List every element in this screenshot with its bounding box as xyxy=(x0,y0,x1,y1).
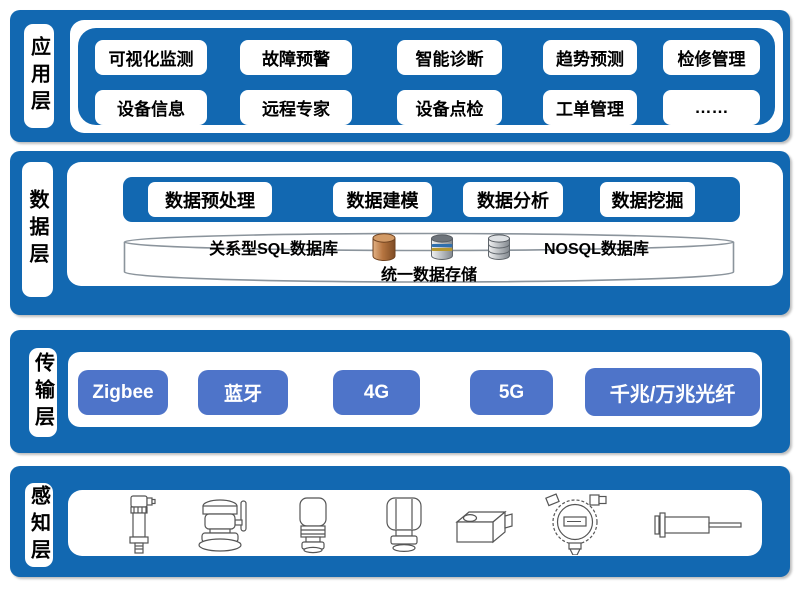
app-box-device-info: 设备信息 xyxy=(95,90,207,125)
app-box-visual-monitoring: 可视化监测 xyxy=(95,40,207,75)
app-box-maintenance-management: 检修管理 xyxy=(663,40,760,75)
sql-db-label: 关系型SQL数据库 xyxy=(209,240,338,258)
app-box-intelligent-diagnosis: 智能诊断 xyxy=(397,40,502,75)
perception-layer-band: 感知层 xyxy=(10,466,790,577)
unified-storage-label: 统一数据存储 xyxy=(380,267,477,284)
transport-layer-label: 传输层 xyxy=(29,348,57,437)
unified-storage-cylinder: 关系型SQL数据库 xyxy=(123,232,735,284)
net-box-zigbee: Zigbee xyxy=(78,370,168,415)
data-box-modeling: 数据建模 xyxy=(333,182,432,217)
wireless-valve-sensor-icon xyxy=(198,499,247,552)
data-box-analysis: 数据分析 xyxy=(463,182,563,217)
app-box-more-ellipsis: …… xyxy=(663,90,760,125)
perception-panel xyxy=(68,490,762,556)
data-box-preprocessing: 数据预处理 xyxy=(148,182,272,217)
data-box-mining: 数据挖掘 xyxy=(600,182,695,217)
faceted-cylinder-sensor-icon xyxy=(386,497,422,552)
application-layer-label: 应用层 xyxy=(24,24,54,128)
net-box-bluetooth: 蓝牙 xyxy=(198,370,288,415)
load-cell-block-icon xyxy=(455,510,513,544)
transport-panel: Zigbee 蓝牙 4G 5G 千兆/万兆光纤 xyxy=(68,352,762,427)
app-box-device-inspection: 设备点检 xyxy=(397,90,502,125)
data-layer-label: 数据层 xyxy=(22,162,53,297)
application-panel: 可视化监测 故障预警 智能诊断 趋势预测 检修管理 设备信息 远程专家 设备点检… xyxy=(70,20,783,133)
data-panel: 数据预处理 数据建模 数据分析 数据挖掘 关系型SQL数据库 xyxy=(67,162,783,286)
cylinder-sensor-icon xyxy=(299,497,327,554)
data-process-bar: 数据预处理 数据建模 数据分析 数据挖掘 xyxy=(123,177,740,222)
pressure-transmitter-icon xyxy=(129,495,156,554)
app-box-work-order: 工单管理 xyxy=(543,90,637,125)
app-box-fault-warning: 故障预警 xyxy=(240,40,352,75)
net-box-4g: 4G xyxy=(333,370,420,415)
cylinder-shape-icon xyxy=(123,232,735,283)
perception-layer-label: 感知层 xyxy=(25,483,53,567)
app-box-trend-prediction: 趋势预测 xyxy=(543,40,637,75)
net-box-5g: 5G xyxy=(470,370,553,415)
transport-layer-band: 传输层 Zigbee 蓝牙 4G 5G 千兆/万兆光纤 xyxy=(10,330,790,453)
proximity-probe-icon xyxy=(654,512,742,538)
gray-database-icon xyxy=(488,233,510,260)
striped-database-icon xyxy=(431,233,453,260)
app-box-remote-expert: 远程专家 xyxy=(240,90,352,125)
copper-database-icon xyxy=(372,232,396,261)
nosql-db-label: NOSQL数据库 xyxy=(544,240,649,258)
net-box-fiber: 千兆/万兆光纤 xyxy=(585,368,760,416)
gas-detector-icon xyxy=(545,493,607,555)
data-layer-band: 数据层 数据预处理 数据建模 数据分析 数据挖掘 关系型SQL数据库 xyxy=(10,151,790,315)
application-layer-band: 应用层 可视化监测 故障预警 智能诊断 趋势预测 检修管理 设备信息 远程专家 … xyxy=(10,10,790,142)
